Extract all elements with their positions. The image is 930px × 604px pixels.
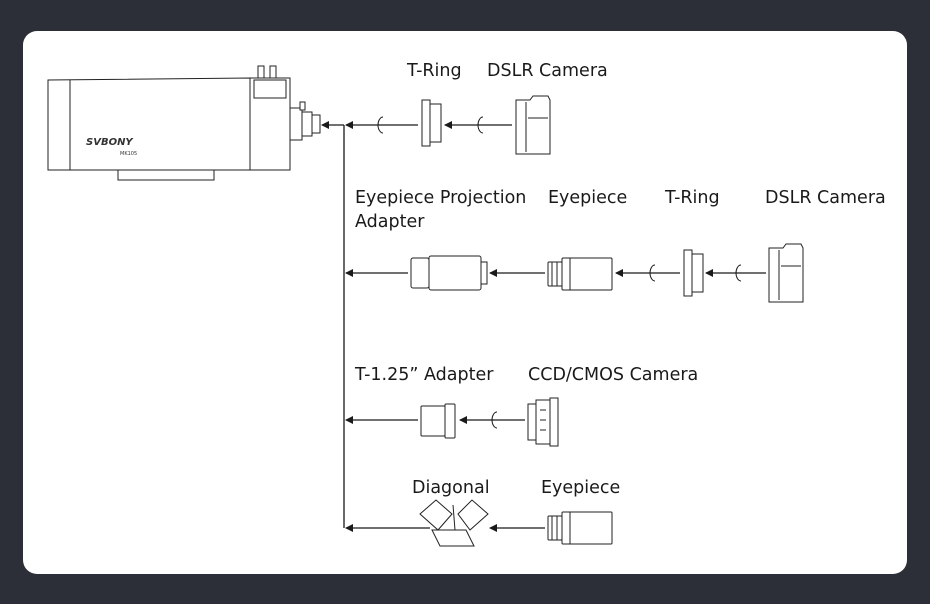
diagonal-part [419,499,489,547]
projection-adapter-part [410,255,488,291]
row-4: Diagonal Eyepiece [345,478,620,547]
telescope: SVBONY MK105 [47,65,321,181]
dslr-camera-part [515,95,551,155]
connector-lines [321,121,345,528]
label-eyepiece: Eyepiece [541,478,620,498]
ccd-cmos-camera-part [527,397,559,447]
label-dslr-camera: DSLR Camera [487,61,608,81]
label-t-ring: T-Ring [664,188,720,208]
label-t-125-adapter: T-1.25” Adapter [354,365,494,385]
t-ring-part [683,249,704,297]
row-3: T-1.25” Adapter CCD/CMOS Camera [345,365,698,447]
telescope-model: MK105 [120,151,137,157]
row-2: Eyepiece Projection Adapter Eyepiece T-R… [345,188,886,303]
t-125-adapter-part [420,403,456,439]
eyepiece-part [547,511,613,545]
label-ccd-cmos-camera: CCD/CMOS Camera [528,365,698,385]
t-ring-part [421,99,442,147]
label-adapter: Adapter [355,212,425,232]
telescope-brand: SVBONY [86,137,134,148]
label-eyepiece: Eyepiece [548,188,627,208]
dslr-camera-part [768,243,804,303]
eyepiece-part [547,257,613,291]
label-t-ring: T-Ring [406,61,462,81]
label-eyepiece-projection: Eyepiece Projection [355,188,526,208]
label-dslr-camera: DSLR Camera [765,188,886,208]
row-1: T-Ring DSLR Camera [345,61,608,155]
label-diagonal: Diagonal [412,478,490,498]
